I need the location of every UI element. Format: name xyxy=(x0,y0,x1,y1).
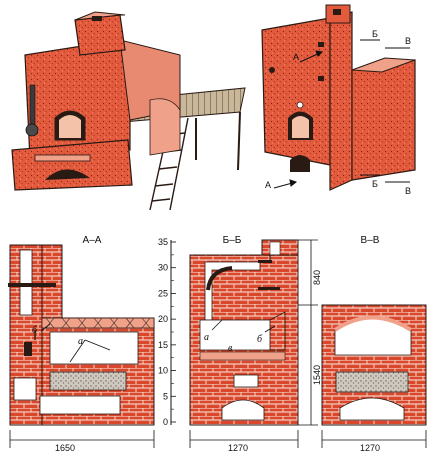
scale-tick-label: 10 xyxy=(158,366,168,376)
stove-cut-plan-view: А Б В А Б В xyxy=(261,4,416,196)
dim-bb-upper: 840 xyxy=(312,270,322,285)
section-a-a: А–А б а xyxy=(8,235,155,453)
scale-tick-label: 15 xyxy=(158,340,168,350)
sand-fill xyxy=(49,371,127,391)
dim-vv-width: 1270 xyxy=(360,443,380,453)
marker-b-bottom: Б xyxy=(372,179,378,189)
scale-tick-label: 35 xyxy=(158,237,168,247)
scale-tick-label: 0 xyxy=(163,417,168,427)
marker-v-bottom: В xyxy=(405,186,411,196)
scale-tick-label: 5 xyxy=(163,391,168,401)
label-a-bb: а xyxy=(204,332,209,343)
height-scale: 35 30 25 20 15 10 5 0 xyxy=(158,237,176,427)
section-v-v-title: В–В xyxy=(361,235,380,246)
stove-perspective-view xyxy=(11,11,246,211)
section-a-a-title: А–А xyxy=(83,235,102,246)
scale-tick-label: 30 xyxy=(158,263,168,273)
marker-a-top: А xyxy=(293,52,299,62)
label-b-aa: б xyxy=(32,325,38,336)
dim-bb-lower: 1540 xyxy=(312,365,322,385)
label-v-bb: в xyxy=(228,343,233,354)
marker-a-bottom: А xyxy=(265,180,271,190)
section-b-b-title: Б–Б xyxy=(223,235,242,246)
label-b-bb: б xyxy=(257,334,263,345)
section-b-b: Б–Б а б в 840 1540 xyxy=(189,235,322,453)
marker-v-top: В xyxy=(405,36,411,46)
scale-tick-label: 25 xyxy=(158,288,168,298)
hearth-bench xyxy=(11,139,133,191)
dim-aa-width: 1650 xyxy=(55,443,75,453)
label-a-aa: а xyxy=(78,336,83,347)
scale-tick-label: 20 xyxy=(158,314,168,324)
dim-bb-width: 1270 xyxy=(228,443,248,453)
section-v-v: В–В 1270 xyxy=(321,235,427,453)
marker-b-top: Б xyxy=(372,29,378,39)
